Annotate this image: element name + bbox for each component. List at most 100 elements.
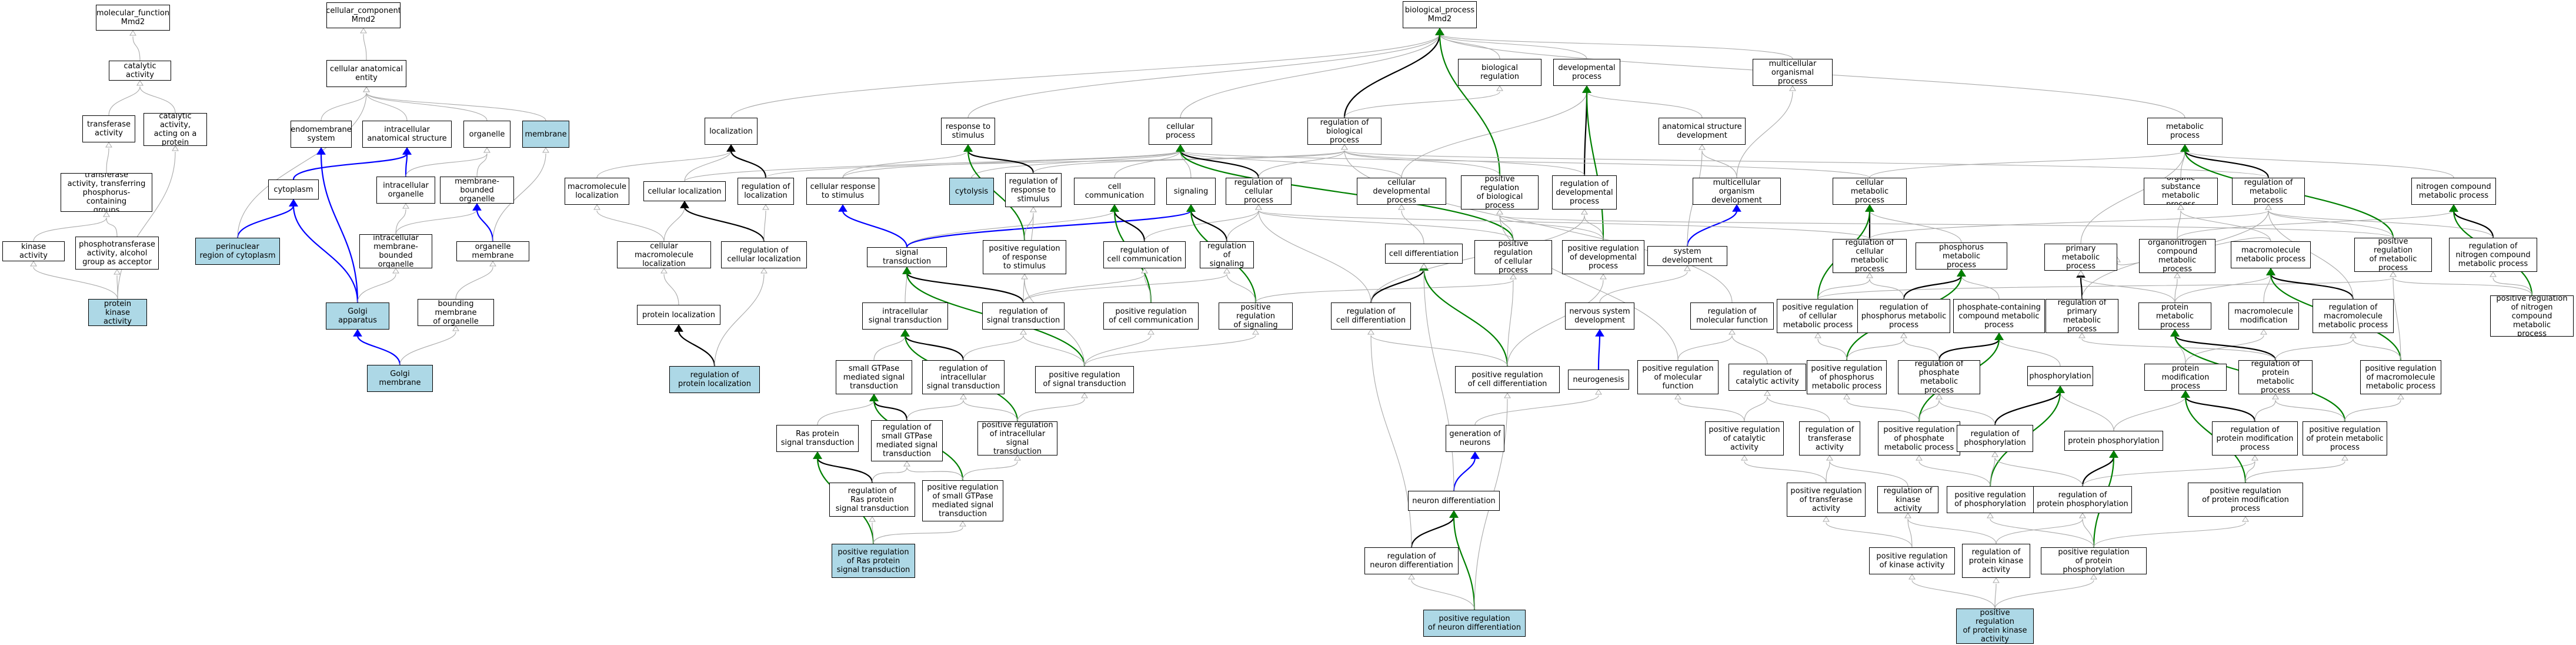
go-term-positive-reg-phosphorus-metabolic[interactable]: positive regulation of phosphorus metabo… <box>1807 360 1887 394</box>
go-term-regulation-signaling[interactable]: regulation of signaling <box>1200 241 1254 268</box>
go-term-positive-reg-neuron-differentiation[interactable]: positive regulation of neuron differenti… <box>1423 610 1526 637</box>
go-term-macromolecule-localization[interactable]: macromolecule localization <box>565 178 629 205</box>
go-term-positive-reg-kinase-activity[interactable]: positive regulation of kinase activity <box>1869 547 1955 574</box>
go-term-cellular-component[interactable]: cellular_component Mmd2 <box>326 2 401 28</box>
go-term-response-to-stimulus[interactable]: response to stimulus <box>941 118 995 145</box>
go-term-regulation-cell-differentiation[interactable]: regulation of cell differentiation <box>1331 302 1411 330</box>
go-term-phosphotransferase[interactable]: phosphotransferase activity, alcohol gro… <box>75 237 159 270</box>
go-term-biological-regulation[interactable]: biological regulation <box>1458 59 1541 86</box>
go-term-positive-reg-protein-kinase-activity[interactable]: positive regulation of protein kinase ac… <box>1956 609 2034 644</box>
go-term-transferase-phospho[interactable]: transferase activity, transferring phosp… <box>61 173 152 212</box>
go-term-cellular-localization[interactable]: cellular localization <box>643 181 726 201</box>
go-term-positive-reg-protein-metabolic[interactable]: positive regulation of protein metabolic… <box>2303 421 2387 456</box>
go-term-regulation-protein-phosphorylation[interactable]: regulation of protein phosphorylation <box>2033 486 2132 513</box>
go-term-molecular-function[interactable]: molecular_function Mmd2 <box>96 5 170 31</box>
go-term-positive-reg-molecular-function[interactable]: positive regulation of molecular functio… <box>1637 360 1719 394</box>
go-term-regulation-protein-modification[interactable]: regulation of protein modification proce… <box>2212 421 2298 456</box>
go-term-positive-reg-nitrogen-compound[interactable]: positive regulation of nitrogen compound… <box>2490 295 2574 337</box>
go-term-phosphorylation[interactable]: phosphorylation <box>2027 366 2093 386</box>
go-term-nitrogen-compound-metabolic[interactable]: nitrogen compound metabolic process <box>2411 178 2496 205</box>
go-term-cytoplasm[interactable]: cytoplasm <box>268 179 319 200</box>
go-term-regulation-neuron-differentiation[interactable]: regulation of neuron differentiation <box>1364 547 1459 574</box>
go-term-regulation-cellular-process[interactable]: regulation of cellular process <box>1226 178 1292 205</box>
go-term-regulation-protein-metabolic[interactable]: regulation of protein metabolic process <box>2238 360 2313 394</box>
go-term-organonitrogen-compound[interactable]: organonitrogen compound metabolic proces… <box>2139 239 2215 273</box>
go-term-regulation-nitrogen-compound[interactable]: regulation of nitrogen compound metaboli… <box>2449 238 2537 272</box>
go-term-signaling[interactable]: signaling <box>1166 178 1216 205</box>
go-term-macromolecule-metabolic[interactable]: macromolecule metabolic process <box>2231 241 2311 268</box>
go-term-positive-reg-phosphorylation[interactable]: positive regulation of phosphorylation <box>1947 486 2034 513</box>
go-term-perinuclear-region[interactable]: perinuclear region of cytoplasm <box>195 238 280 265</box>
go-term-positive-reg-protein-phosphorylation[interactable]: positive regulation of protein phosphory… <box>2041 547 2147 574</box>
go-term-cell-differentiation[interactable]: cell differentiation <box>1385 244 1463 264</box>
go-term-phosphate-containing[interactable]: phosphate-containing compound metabolic … <box>1953 299 2045 333</box>
go-term-phosphorus-metabolic[interactable]: phosphorus metabolic process <box>1916 242 2007 270</box>
go-term-positive-reg-cell-differentiation[interactable]: positive regulation of cell differentiat… <box>1455 366 1560 393</box>
go-term-bounding-membrane[interactable]: bounding membrane of organelle <box>418 299 494 326</box>
go-term-positive-reg-phosphate-metabolic[interactable]: positive regulation of phosphate metabol… <box>1878 421 1960 456</box>
go-term-regulation-signal-transduction[interactable]: regulation of signal transduction <box>982 302 1065 330</box>
go-term-regulation-response-stimulus[interactable]: regulation of response to stimulus <box>1005 173 1062 207</box>
go-term-positive-reg-macromolecule-metabolic[interactable]: positive regulation of macromolecule met… <box>2360 360 2441 394</box>
go-term-regulation-primary-metabolic[interactable]: regulation of primary metabolic process <box>2046 299 2118 333</box>
go-term-cytolysis[interactable]: cytolysis <box>949 178 994 205</box>
go-term-regulation-ras-protein[interactable]: regulation of Ras protein signal transdu… <box>829 483 915 517</box>
go-term-positive-reg-catalytic-activity[interactable]: positive regulation of catalytic activit… <box>1705 421 1784 456</box>
go-term-regulation-bio-process[interactable]: regulation of biological process <box>1307 118 1382 145</box>
go-term-intracellular-signal-transduction[interactable]: intracellular signal transduction <box>862 302 948 330</box>
go-term-protein-localization[interactable]: protein localization <box>637 305 720 325</box>
go-term-nervous-system-development[interactable]: nervous system development <box>1565 302 1634 330</box>
go-term-positive-reg-cellular-metabolic[interactable]: positive regulation of cellular metaboli… <box>1777 299 1859 333</box>
go-term-organelle-membrane[interactable]: organelle membrane <box>456 241 529 261</box>
go-term-regulation-metabolic-process[interactable]: regulation of metabolic process <box>2232 178 2305 205</box>
go-term-regulation-cellular-localization[interactable]: regulation of cellular localization <box>721 241 807 268</box>
go-term-regulation-localization[interactable]: regulation of localization <box>738 178 794 205</box>
go-term-regulation-small-gtpase[interactable]: regulation of small GTPase mediated sign… <box>871 420 943 461</box>
go-term-protein-phosphorylation[interactable]: protein phosphorylation <box>2064 431 2163 451</box>
go-term-positive-reg-signaling[interactable]: positive regulation of signaling <box>1219 302 1293 330</box>
go-term-protein-modification[interactable]: protein modification process <box>2144 364 2227 391</box>
go-term-cellular-response-stimulus[interactable]: cellular response to stimulus <box>806 178 879 205</box>
go-term-kinase-activity[interactable]: kinase activity <box>2 241 65 261</box>
go-term-regulation-molecular-function[interactable]: regulation of molecular function <box>1690 302 1774 330</box>
go-term-positive-reg-protein-modification[interactable]: positive regulation of protein modificat… <box>2188 483 2303 517</box>
go-term-membrane[interactable]: membrane <box>522 121 569 148</box>
go-term-regulation-macromolecule-metabolic[interactable]: regulation of macromolecule metabolic pr… <box>2313 299 2394 333</box>
go-term-organelle[interactable]: organelle <box>463 121 510 148</box>
go-term-multicellular-organism-development[interactable]: multicellular organism development <box>1693 178 1781 205</box>
go-term-positive-reg-ras-protein[interactable]: positive regulation of Ras protein signa… <box>832 544 915 578</box>
go-term-positive-reg-metabolic[interactable]: positive regulation of metabolic process <box>2354 238 2432 272</box>
go-term-regulation-cellular-metabolic[interactable]: regulation of cellular metabolic process <box>1833 239 1907 273</box>
go-term-catalytic-activity[interactable]: catalytic activity <box>109 61 171 81</box>
go-term-positive-reg-cellular-process[interactable]: positive regulation of cellular process <box>1474 240 1552 274</box>
go-term-regulation-intracellular-signal[interactable]: regulation of intracellular signal trans… <box>922 360 1005 394</box>
go-term-regulation-phosphate-metabolic[interactable]: regulation of phosphate metabolic proces… <box>1898 360 1980 394</box>
go-term-protein-kinase-activity[interactable]: protein kinase activity <box>88 299 147 326</box>
go-term-ras-protein-signal[interactable]: Ras protein signal transduction <box>776 425 859 452</box>
go-term-multicellular-organismal[interactable]: multicellular organismal process <box>1753 59 1833 86</box>
go-term-localization[interactable]: localization <box>705 118 758 145</box>
go-term-neurogenesis[interactable]: neurogenesis <box>1568 370 1629 390</box>
go-term-generation-of-neurons[interactable]: generation of neurons <box>1446 425 1504 452</box>
go-term-regulation-kinase-activity[interactable]: regulation of kinase activity <box>1877 486 1938 513</box>
go-term-golgi-membrane[interactable]: Golgi membrane <box>367 365 433 392</box>
go-term-membrane-bounded-organelle[interactable]: membrane-bounded organelle <box>440 177 514 204</box>
go-term-cellular-process[interactable]: cellular process <box>1149 118 1212 145</box>
go-term-regulation-transferase-activity[interactable]: regulation of transferase activity <box>1799 421 1860 456</box>
go-term-cellular-macromolecule-localization[interactable]: cellular macromolecule localization <box>617 241 711 268</box>
go-term-regulation-cell-communication[interactable]: regulation of cell communication <box>1103 241 1186 268</box>
go-term-developmental-process[interactable]: developmental process <box>1553 59 1620 86</box>
go-term-cell-communication[interactable]: cell communication <box>1074 178 1155 205</box>
go-term-organic-substance-metabolic[interactable]: organic substance metabolic process <box>2144 178 2218 205</box>
go-term-positive-reg-cell-communication[interactable]: positive regulation of cell communicatio… <box>1103 302 1199 330</box>
go-term-cellular-anatomical-entity[interactable]: cellular anatomical entity <box>326 60 406 87</box>
go-term-regulation-phosphorus-metabolic[interactable]: regulation of phosphorus metabolic proce… <box>1857 299 1950 333</box>
go-term-positive-reg-intracellular-signal[interactable]: positive regulation of intracellular sig… <box>977 421 1057 456</box>
go-term-neuron-differentiation[interactable]: neuron differentiation <box>1408 491 1500 511</box>
go-term-catalytic-alcohol[interactable]: catalytic activity, acting on a protein <box>144 113 207 146</box>
go-term-intracellular-anatomical[interactable]: intracellular anatomical structure <box>362 121 452 148</box>
go-term-endomembrane-system[interactable]: endomembrane system <box>291 121 352 148</box>
go-term-regulation-protein-localization[interactable]: regulation of protein localization <box>669 366 760 393</box>
go-term-positive-reg-bio-process[interactable]: positive regulation of biological proces… <box>1461 175 1539 210</box>
go-term-small-gtpase[interactable]: small GTPase mediated signal transductio… <box>836 360 912 394</box>
